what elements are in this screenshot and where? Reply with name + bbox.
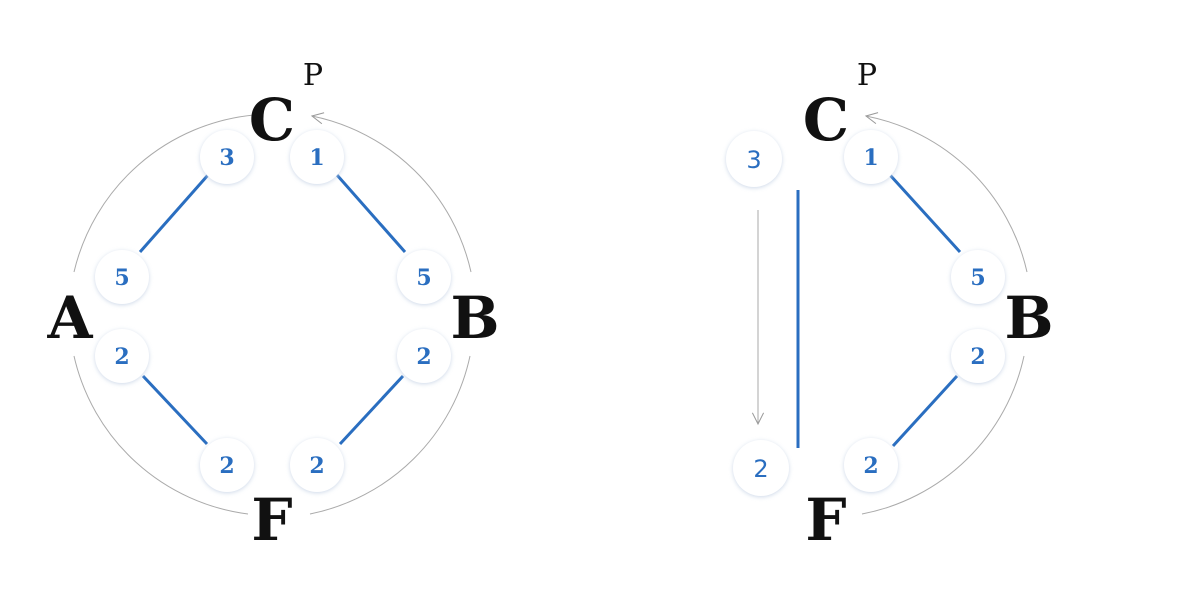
left-arc-a-to-f [73,355,249,515]
left-edge-c-b [335,174,407,253]
left-node-c: C [249,86,295,154]
left-weight-a-top: 5 [114,265,129,291]
left-weight-badge: 1 [290,130,344,184]
right-node-b: B [1004,284,1053,352]
left-weight-b-top: 5 [416,265,431,291]
right-diagram: C P B F 3 2 1 5 2 2 [726,58,1054,554]
left-arc-b-to-c-arrow [310,112,472,273]
left-weight-c-right: 1 [309,145,324,171]
left-weight-b-bottom: 2 [416,344,431,370]
left-weight-badge: 2 [290,438,344,492]
left-weight-badge: 2 [200,438,254,492]
right-arc-f-to-b [861,355,1025,515]
right-weight-badge: 2 [951,329,1005,383]
left-node-c-superscript: P [303,58,323,93]
left-weight-c-left: 3 [219,145,234,171]
left-weight-badge: 3 [200,130,254,184]
right-weight-b-bottom: 2 [970,344,985,370]
right-weight-c-right: 1 [863,145,878,171]
right-weight-badge: 1 [844,130,898,184]
left-weight-f-right: 2 [309,453,324,479]
left-edge-b-f [338,374,405,446]
left-edge-c-a [138,174,210,253]
left-weight-f-left: 2 [219,453,234,479]
right-weight-f-right: 2 [863,453,878,479]
left-weight-a-bottom: 2 [114,344,129,370]
right-weight-detached-top: 3 [746,146,761,174]
right-node-f: F [805,486,846,554]
right-node-c: C [803,86,849,154]
right-weight-badge: 5 [951,250,1005,304]
left-diagram: C P A B F 3 1 5 2 5 2 [46,58,499,554]
left-node-f: F [251,486,292,554]
left-node-b: B [450,284,499,352]
right-arc-b-to-c-arrow [864,112,1028,273]
left-edge-a-f [141,374,209,446]
right-weight-b-top: 5 [970,265,985,291]
left-arc-f-to-b [309,355,471,515]
left-node-a: A [46,284,93,352]
right-node-c-superscript: P [857,58,877,93]
left-weight-badge: 2 [95,329,149,383]
right-edge-c-b [888,173,962,254]
left-arc-c-to-a [73,114,255,273]
right-edge-b-f [891,374,959,448]
left-weight-badge: 5 [397,250,451,304]
right-weight-badge: 2 [733,440,789,496]
right-weight-badge: 2 [844,438,898,492]
left-weight-badge: 5 [95,250,149,304]
right-weight-detached-bottom: 2 [753,455,768,483]
right-weight-badge: 3 [726,131,782,187]
left-weight-badge: 2 [397,329,451,383]
